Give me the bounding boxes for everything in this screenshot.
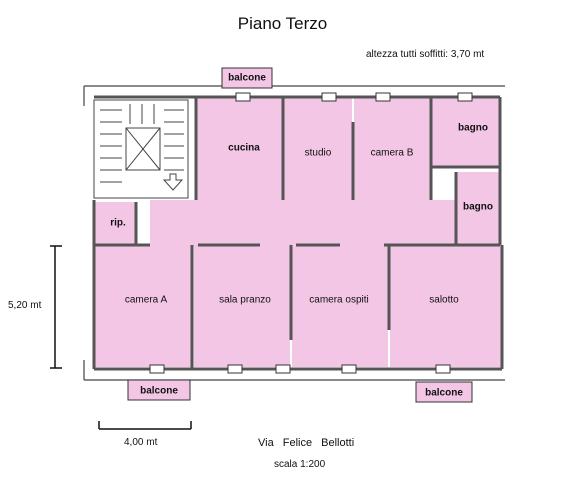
- floor-camera-ospiti: [292, 245, 388, 367]
- room-label-cucina: cucina: [228, 142, 260, 154]
- staircase: [93, 99, 189, 199]
- balcony-label-bottom-left: balcone: [140, 385, 178, 397]
- balcony-label-bottom-right: balcone: [425, 387, 463, 399]
- room-label-salotto: salotto: [429, 294, 459, 306]
- floor-balcone-br: [416, 382, 472, 402]
- room-label-sala-pranzo: sala pranzo: [219, 294, 271, 306]
- window-marks: [149, 92, 473, 374]
- room-label-bagno-2: bagno: [463, 201, 493, 213]
- floor-corridor-left: [150, 200, 198, 246]
- ceiling-height-note: altezza tutti soffitti: 3,70 mt: [366, 49, 485, 60]
- floor-salotto: [390, 245, 502, 367]
- room-label-camera-b: camera B: [370, 147, 414, 159]
- floor-corridor: [196, 200, 458, 246]
- floor-studio: [284, 97, 352, 200]
- balcony-label-top: balcone: [228, 72, 266, 84]
- room-label-camera-a: camera A: [124, 294, 168, 306]
- plan-title: Piano Terzo: [237, 14, 328, 33]
- room-label-camera-ospiti: camera ospiti: [309, 294, 369, 306]
- floor-cucina: [196, 97, 282, 202]
- room-label-studio: studio: [304, 147, 332, 159]
- floor-sala-pranzo: [194, 245, 290, 367]
- dimension-label-horizontal: 4,00 mt: [124, 437, 158, 448]
- room-label-rip: rip.: [110, 217, 126, 229]
- street-name: Via Felice Bellotti: [258, 437, 355, 449]
- floor-camera-a: [94, 245, 192, 367]
- floor-camera-b: [354, 97, 430, 200]
- dimension-label-vertical: 5,20 mt: [8, 300, 42, 311]
- scale-label: scala 1:200: [274, 459, 326, 470]
- floor-balcone-top: [222, 68, 272, 88]
- balcony-outlines: [127, 67, 473, 403]
- floor-rip: [94, 202, 136, 244]
- floor-balcone-bl: [128, 380, 190, 400]
- room-label-bagno-1: bagno: [458, 122, 488, 134]
- floor-bagno-top: [432, 97, 500, 167]
- walls: [92, 95, 504, 371]
- dimension-lines: [50, 245, 192, 430]
- floor-bagno-side: [456, 172, 500, 244]
- floor-areas: [94, 68, 502, 402]
